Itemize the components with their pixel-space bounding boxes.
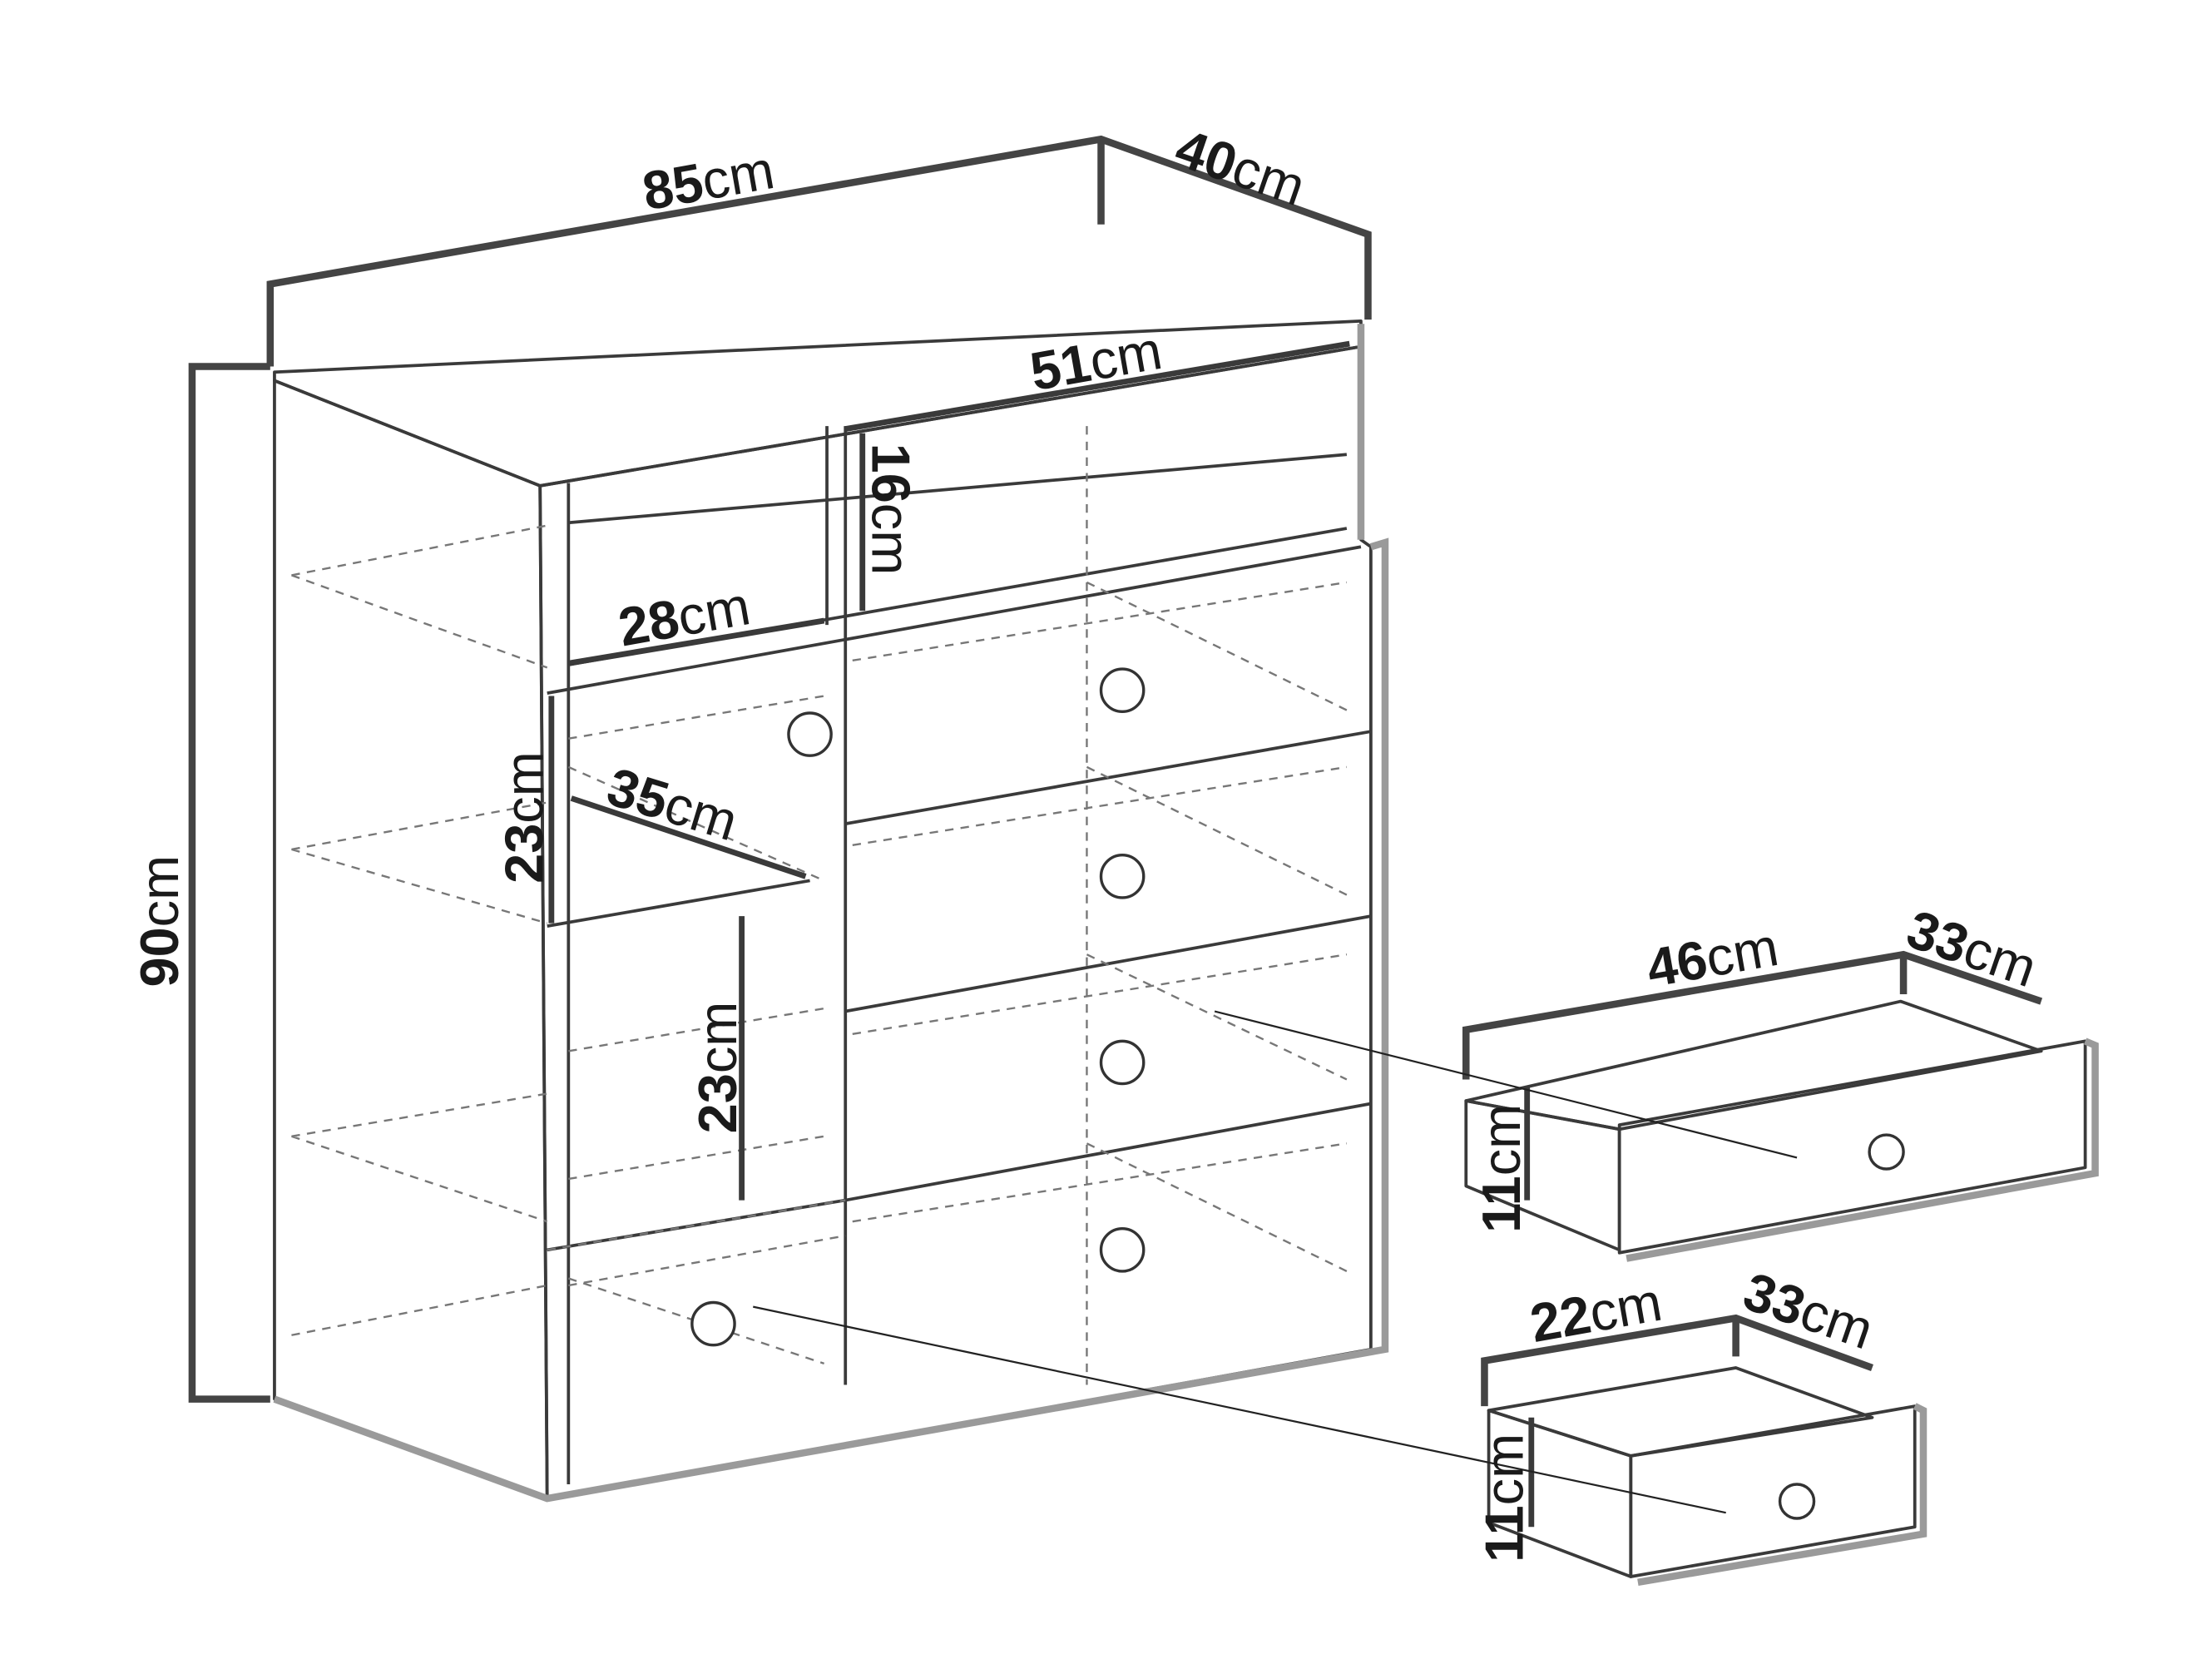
- leader-line: [753, 1305, 1726, 1514]
- small-drawer-detail: [1481, 1314, 1927, 1587]
- label-total-width: 85cm: [638, 139, 779, 221]
- leader-line: [1214, 1010, 1798, 1159]
- overall-dimension-lines: [188, 135, 1372, 1403]
- drawer-knob: [1778, 1483, 1816, 1520]
- door-knob: [787, 711, 833, 757]
- drawer-knob: [1099, 667, 1146, 714]
- large-drawer-detail: [1462, 950, 2099, 1262]
- dresser-body: [273, 319, 1389, 1503]
- label-total-height: 90cm: [129, 855, 190, 988]
- label-cabinet-height-lower: 23cm: [687, 1002, 748, 1134]
- label-total-depth: 40cm: [1168, 117, 1313, 218]
- drawer-knob: [690, 1300, 736, 1347]
- label-cabinet-height-upper: 23cm: [494, 751, 555, 884]
- label-top-shelf-height: 16cm: [861, 443, 922, 576]
- drawer-knob: [1868, 1133, 1905, 1171]
- label-small-drawer-height: 11cm: [1474, 1434, 1535, 1562]
- drawer-knob: [1099, 1227, 1146, 1273]
- label-cabinet-depth: 35cm: [601, 755, 745, 852]
- drawer-knob: [1099, 854, 1146, 899]
- label-small-drawer-width: 22cm: [1526, 1271, 1666, 1354]
- label-large-drawer-depth: 33cm: [1900, 898, 2045, 998]
- label-small-shelf-width: 28cm: [614, 575, 755, 657]
- drawer-knob: [1099, 1039, 1146, 1086]
- internal-dimension-bars: [548, 340, 1350, 1201]
- label-large-drawer-width: 46cm: [1642, 916, 1783, 998]
- label-top-shelf-width: 51cm: [1026, 319, 1166, 402]
- label-large-drawer-height: 11cm: [1471, 1104, 1532, 1233]
